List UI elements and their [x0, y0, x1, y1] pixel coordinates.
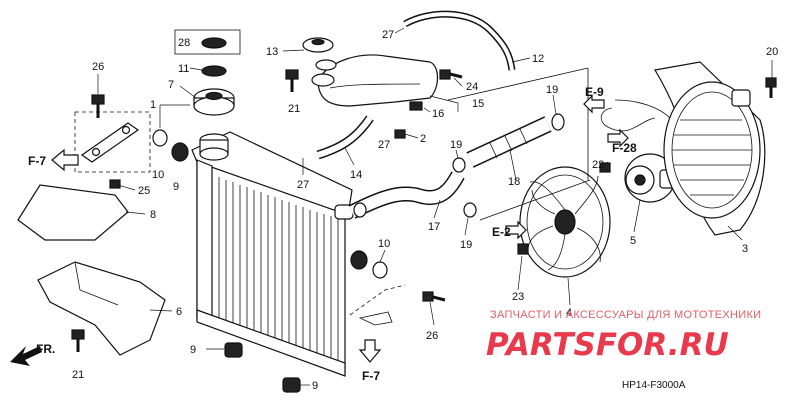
ref-e9: E-9 [585, 85, 604, 99]
callout-13: 13 [266, 46, 278, 58]
kit-box [174, 29, 241, 55]
hose-clamp [551, 113, 565, 131]
callout-24: 24 [466, 81, 478, 93]
watermark: ЗАПЧАСТИ И АКСЕССУАРЫ ДЛЯ МОТОТЕХНИКИ PA… [486, 309, 761, 363]
ref-f28: F-28 [612, 141, 637, 155]
hose-clamp [452, 157, 466, 173]
clip-detail [349, 284, 406, 316]
radiator [191, 131, 354, 377]
callout-2: 2 [420, 133, 426, 145]
callout-9: 9 [190, 344, 196, 356]
hose-clamp [353, 202, 367, 218]
kit-seal [201, 37, 227, 49]
lower-bracket-6 [37, 261, 166, 356]
ref-e2: E-2 [492, 225, 511, 239]
grommet [152, 129, 168, 147]
callout-7: 7 [168, 79, 174, 91]
diagram-code: HP14-F3000A [622, 380, 686, 391]
callout-19: 19 [450, 139, 462, 151]
ref-f7-bottom: F-7 [362, 369, 380, 383]
front-arrow-icon: FR. [10, 342, 55, 366]
callout-6: 6 [176, 306, 182, 318]
leader-lines [97, 27, 773, 386]
hose-clamp [463, 202, 477, 218]
watermark-brand: PARTSFOR.RU [486, 327, 729, 363]
watermark-tagline: ЗАПЧАСТИ И АКСЕССУАРЫ ДЛЯ МОТОТЕХНИКИ [490, 309, 761, 321]
callout-5: 5 [630, 235, 636, 247]
ref-arrow-e9 [583, 94, 605, 114]
callout-19: 19 [460, 239, 472, 251]
callout-18: 18 [508, 176, 520, 188]
ref-arrow-f7-bottom [358, 339, 382, 363]
callouts: 28 11 7 26 1 13 21 27 12 24 15 16 27 2 1… [72, 29, 778, 392]
wire-harness [600, 107, 656, 132]
callout-16: 16 [432, 108, 444, 120]
lower-bracket-8 [17, 184, 129, 241]
callout-27: 27 [297, 179, 309, 191]
callout-20: 20 [766, 46, 778, 58]
callout-9: 9 [173, 181, 179, 193]
reserve-tank [302, 37, 439, 107]
callout-3: 3 [742, 243, 748, 255]
ref-f7-top: F-7 [28, 154, 46, 168]
callout-27: 27 [378, 139, 390, 151]
bolts [71, 69, 777, 352]
callout-10: 10 [152, 169, 164, 181]
radiator-cap [193, 88, 235, 116]
callout-8: 8 [150, 209, 156, 221]
cooling-fan [519, 166, 611, 278]
shroud-grille [672, 119, 752, 196]
callout-26: 26 [426, 330, 438, 342]
hose-ribs [489, 128, 528, 159]
callout-27: 27 [382, 29, 394, 41]
callout-9: 9 [312, 380, 318, 392]
callout-28: 28 [178, 37, 190, 49]
ref-arrow-e2 [505, 220, 527, 240]
callout-4: 4 [566, 307, 572, 319]
callout-14: 14 [350, 169, 362, 181]
callout-26: 26 [92, 61, 104, 73]
callout-11: 11 [178, 63, 189, 75]
ref-arrow-f7-top [51, 148, 79, 172]
guide-line [447, 67, 589, 101]
grommet [350, 250, 368, 270]
grommet [224, 342, 243, 358]
callout-23: 23 [512, 291, 524, 303]
callout-21: 21 [72, 369, 84, 381]
callout-17: 17 [428, 221, 440, 233]
callout-21: 21 [288, 103, 300, 115]
grommet [171, 142, 189, 162]
callout-1: 1 [150, 99, 156, 111]
dashed-box [74, 111, 151, 173]
ref-codes: F-7 E-9 F-28 E-2 F-7 [28, 85, 637, 383]
callout-15: 15 [472, 98, 484, 110]
seal-washer [201, 65, 227, 77]
callout-19: 19 [546, 84, 558, 96]
ref-arrow-f28 [607, 128, 629, 148]
grommet [282, 377, 301, 393]
callout-22: 22 [592, 159, 604, 171]
callout-10: 10 [378, 238, 390, 250]
callout-25: 25 [138, 185, 150, 197]
grommet [372, 261, 388, 279]
fan-shroud [654, 61, 766, 236]
callout-12: 12 [532, 53, 544, 65]
front-label: FR. [36, 342, 55, 356]
